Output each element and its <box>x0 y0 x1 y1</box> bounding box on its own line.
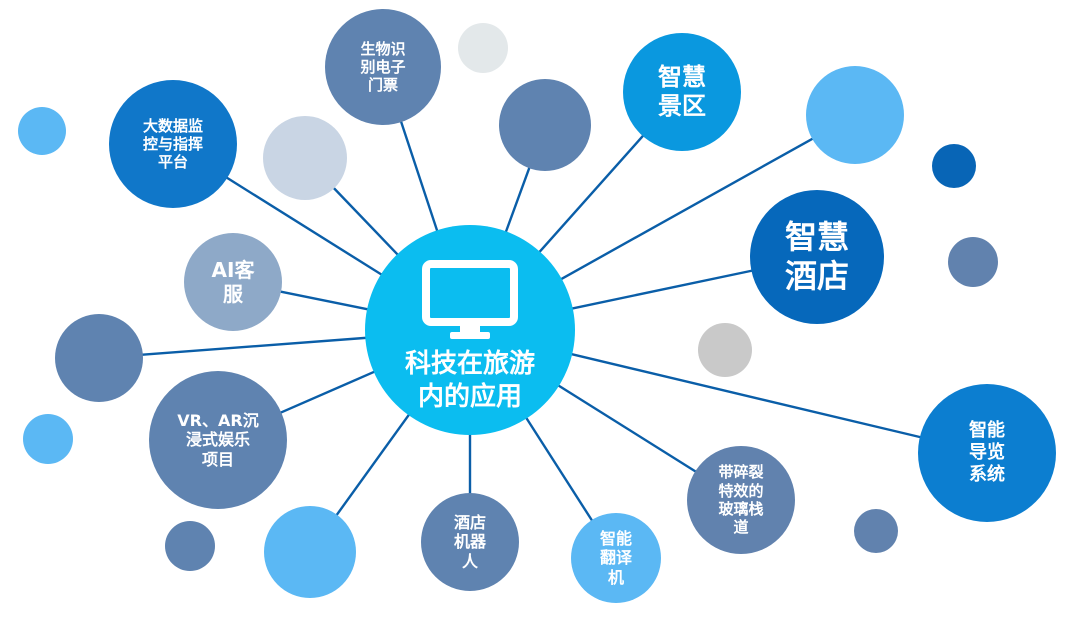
connector-vr-ar <box>278 370 377 415</box>
connector-smart-scenic <box>537 133 645 254</box>
monitor-icon <box>422 259 518 339</box>
node-biometric-ticket: 生物识 别电子 门票 <box>325 9 441 125</box>
node-smart-guide: 智能 导览 系统 <box>918 384 1056 522</box>
node-blank-sky-left <box>23 414 73 464</box>
connector-smart-hotel <box>570 269 754 310</box>
node-blank-sky-topright <box>806 66 904 164</box>
node-blank-slate-right <box>948 237 998 287</box>
node-label: 智能 导览 系统 <box>969 420 1005 485</box>
connector-biometric-ticket <box>399 119 439 233</box>
connector-ai-service <box>278 290 370 311</box>
connector-blank-sky-topright <box>559 136 815 281</box>
node-label: 智能 翻译 机 <box>599 528 632 587</box>
node-blank-pale-gray <box>458 23 508 73</box>
central-hub: 科技在旅游 内的应用 <box>365 225 575 435</box>
node-vr-ar: VR、AR沉 浸式娱乐 项目 <box>149 371 287 509</box>
node-big-data: 大数据监 控与指挥 平台 <box>109 80 237 208</box>
node-hotel-robot: 酒店 机器 人 <box>421 493 519 591</box>
node-smart-hotel: 智慧 酒店 <box>750 190 884 324</box>
node-label: 大数据监 控与指挥 平台 <box>142 116 203 172</box>
node-smart-translator: 智能 翻译 机 <box>571 513 661 603</box>
node-label: 智慧 酒店 <box>784 217 849 295</box>
node-blank-slate-bottomleft <box>165 521 215 571</box>
node-blank-sky-topleft <box>18 107 66 155</box>
node-blank-slate-bottomright <box>854 509 898 553</box>
node-glass-walkway: 带碎裂 特效的 玻璃栈 道 <box>687 446 795 554</box>
connector-big-data <box>224 175 384 277</box>
node-label: 智慧 景区 <box>658 62 706 120</box>
connector-blank-pale-slate <box>331 186 400 257</box>
connector-blank-sky-bottom <box>334 412 411 518</box>
node-blank-sky-bottom <box>264 506 356 598</box>
node-label: VR、AR沉 浸式娱乐 项目 <box>177 410 259 469</box>
node-blank-gray <box>698 323 752 377</box>
node-blank-navy-small <box>932 144 976 188</box>
node-label: 酒店 机器 人 <box>453 512 486 571</box>
node-ai-service: AI客 服 <box>184 233 282 331</box>
connector-blank-slate-top <box>504 165 532 234</box>
node-blank-slate-left <box>55 314 143 402</box>
node-blank-pale-slate <box>263 116 347 200</box>
node-smart-scenic: 智慧 景区 <box>623 33 741 151</box>
node-label: 带碎裂 特效的 玻璃栈 道 <box>718 463 764 537</box>
connector-smart-translator <box>524 416 594 523</box>
connector-blank-slate-left <box>140 336 368 357</box>
hub-title: 科技在旅游 内的应用 <box>404 348 535 412</box>
node-label: 生物识 别电子 门票 <box>360 39 406 95</box>
connector-smart-guide <box>569 352 923 439</box>
node-blank-slate-top <box>499 79 591 171</box>
node-label: AI客 服 <box>211 257 255 306</box>
connector-glass-walkway <box>556 383 698 474</box>
